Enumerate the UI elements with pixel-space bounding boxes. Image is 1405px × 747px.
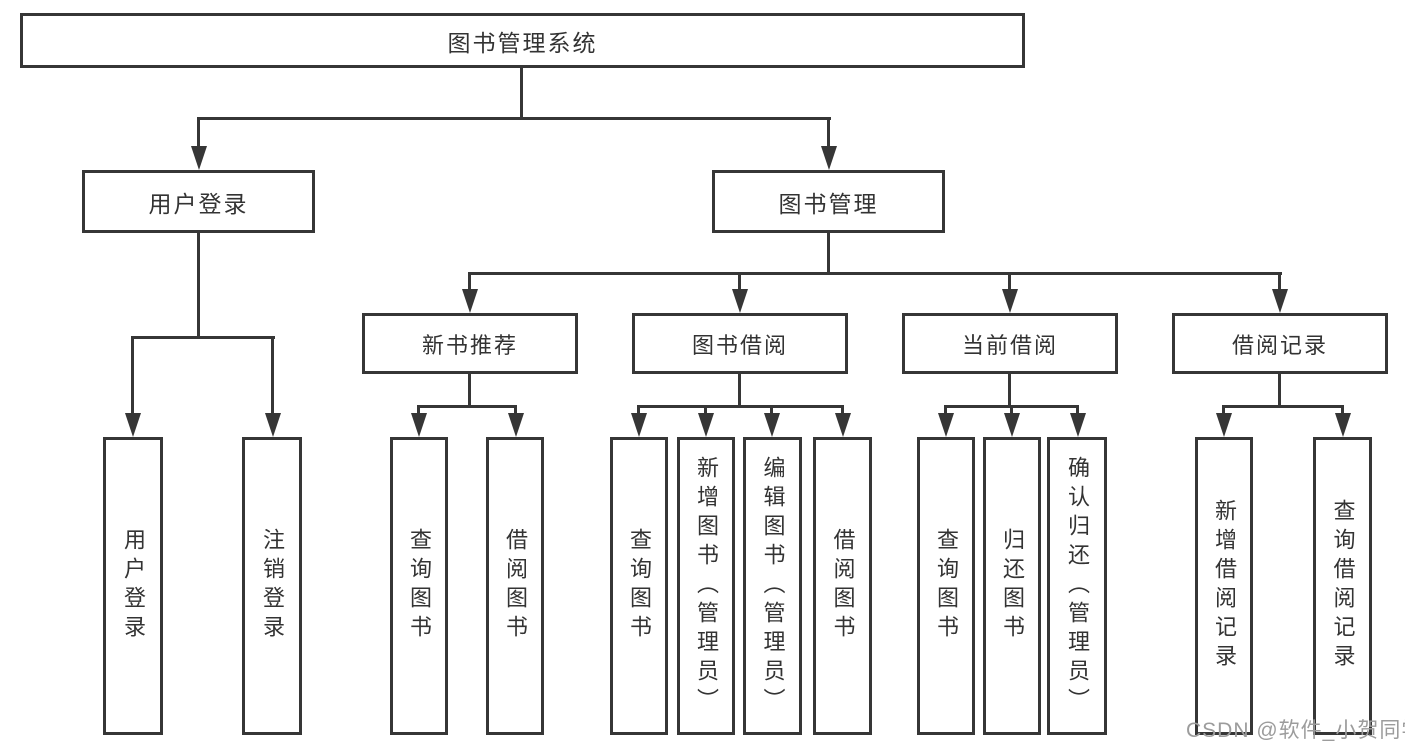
leaf-newbook-borrow: 借阅图书 bbox=[486, 437, 544, 735]
node-user-login: 用户登录 bbox=[82, 170, 315, 233]
leaf-current-query: 查询图书 bbox=[917, 437, 975, 735]
connector-login-down bbox=[197, 233, 200, 339]
connector-borrow-leaf1-stem bbox=[637, 405, 640, 416]
leaf-records-add: 新增借阅记录 bbox=[1195, 437, 1253, 735]
arrow-borrow-leaf1 bbox=[631, 413, 647, 437]
connector-login-bar bbox=[131, 336, 275, 339]
arrow-to-user-login bbox=[191, 146, 207, 170]
leaf-newbook-query: 查询图书 bbox=[390, 437, 448, 735]
connector-borrow-leaf4-stem bbox=[841, 405, 844, 416]
leaf-newbook-query-label: 查询图书 bbox=[407, 528, 432, 644]
leaf-logout: 注销登录 bbox=[242, 437, 302, 735]
leaf-borrow-borrow-label: 借阅图书 bbox=[830, 528, 856, 644]
leaf-newbook-borrow-label: 借阅图书 bbox=[503, 528, 528, 644]
arrow-records-leaf2 bbox=[1335, 413, 1351, 437]
leaf-current-confirm-admin: 确认归还（管理员） bbox=[1047, 437, 1107, 735]
connector-mgmt-stem bbox=[827, 117, 830, 150]
node-book-mgmt-label: 图书管理 bbox=[778, 190, 879, 217]
leaf-borrow-edit-admin-label: 编辑图书（管理员） bbox=[760, 455, 786, 717]
node-current-borrow-label: 当前借阅 bbox=[961, 332, 1058, 358]
connector-borrow-leaf3-stem bbox=[770, 405, 773, 416]
arrow-newbook-leaf1 bbox=[411, 413, 427, 437]
connector-borrow-down bbox=[738, 374, 741, 408]
connector-root-stem bbox=[520, 68, 523, 120]
connector-mgmt-down bbox=[827, 233, 830, 275]
leaf-borrow-add-admin: 新增图书（管理员） bbox=[677, 437, 735, 735]
connector-current-leaf3-stem bbox=[1076, 405, 1079, 416]
connector-records-bar bbox=[1222, 405, 1344, 408]
connector-login-leaf1-stem bbox=[131, 336, 134, 416]
node-current-borrow: 当前借阅 bbox=[902, 313, 1118, 374]
leaf-current-return: 归还图书 bbox=[983, 437, 1041, 735]
leaf-borrow-edit-admin: 编辑图书（管理员） bbox=[743, 437, 802, 735]
connector-newbook-leaf1-stem bbox=[417, 405, 420, 416]
arrow-to-current-borrow bbox=[1002, 289, 1018, 313]
connector-borrow-stem bbox=[738, 272, 741, 292]
leaf-current-query-label: 查询图书 bbox=[934, 528, 959, 644]
connector-current-stem bbox=[1008, 272, 1011, 292]
leaf-records-query-label: 查询借阅记录 bbox=[1330, 499, 1356, 673]
node-root-label: 图书管理系统 bbox=[447, 29, 598, 56]
connector-current-down bbox=[1008, 374, 1011, 408]
connector-records-leaf1-stem bbox=[1222, 405, 1225, 416]
arrow-current-leaf2 bbox=[1004, 413, 1020, 437]
leaf-borrow-query-label: 查询图书 bbox=[627, 528, 652, 644]
leaf-borrow-borrow: 借阅图书 bbox=[813, 437, 872, 735]
node-user-login-label: 用户登录 bbox=[148, 190, 249, 217]
leaf-borrow-query: 查询图书 bbox=[610, 437, 668, 735]
arrow-to-login-leaf2 bbox=[265, 413, 281, 437]
arrow-borrow-leaf3 bbox=[764, 413, 780, 437]
csdn-watermark: CSDN @软件_小贺同学 bbox=[1186, 719, 1405, 742]
node-root: 图书管理系统 bbox=[20, 13, 1025, 68]
connector-root-bar bbox=[197, 117, 831, 120]
arrow-newbook-leaf2 bbox=[508, 413, 524, 437]
connector-records-leaf2-stem bbox=[1341, 405, 1344, 416]
leaf-user-login: 用户登录 bbox=[103, 437, 163, 735]
connector-newbook-bar bbox=[417, 405, 517, 408]
connector-borrow-bar bbox=[637, 405, 844, 408]
arrow-to-new-book bbox=[462, 289, 478, 313]
node-borrow-records: 借阅记录 bbox=[1172, 313, 1388, 374]
leaf-records-query: 查询借阅记录 bbox=[1313, 437, 1372, 735]
arrow-current-leaf3 bbox=[1070, 413, 1086, 437]
arrow-to-borrow-records bbox=[1272, 289, 1288, 313]
connector-current-leaf1-stem bbox=[944, 405, 947, 416]
leaf-current-return-label: 归还图书 bbox=[1000, 528, 1025, 644]
connector-borrow-leaf2-stem bbox=[704, 405, 707, 416]
arrow-to-login-leaf1 bbox=[125, 413, 141, 437]
connector-newbook-leaf2-stem bbox=[514, 405, 517, 416]
connector-newbook-down bbox=[468, 374, 471, 408]
node-borrow-records-label: 借阅记录 bbox=[1231, 332, 1328, 358]
node-book-borrow-label: 图书借阅 bbox=[691, 332, 788, 358]
arrow-current-leaf1 bbox=[938, 413, 954, 437]
node-book-borrow: 图书借阅 bbox=[632, 313, 848, 374]
arrow-borrow-leaf2 bbox=[698, 413, 714, 437]
connector-current-leaf2-stem bbox=[1010, 405, 1013, 416]
leaf-borrow-add-admin-label: 新增图书（管理员） bbox=[694, 455, 719, 717]
connector-records-down bbox=[1278, 374, 1281, 408]
connector-records-stem bbox=[1278, 272, 1281, 292]
arrow-to-book-mgmt bbox=[821, 146, 837, 170]
connector-login-leaf2-stem bbox=[271, 336, 274, 416]
node-new-book: 新书推荐 bbox=[362, 313, 578, 374]
connector-login-stem bbox=[197, 117, 200, 150]
arrow-borrow-leaf4 bbox=[835, 413, 851, 437]
arrow-to-book-borrow bbox=[732, 289, 748, 313]
leaf-logout-label: 注销登录 bbox=[260, 528, 285, 644]
node-book-mgmt: 图书管理 bbox=[712, 170, 945, 233]
leaf-user-login-label: 用户登录 bbox=[121, 528, 146, 644]
arrow-records-leaf1 bbox=[1216, 413, 1232, 437]
leaf-current-confirm-admin-label: 确认归还（管理员） bbox=[1065, 455, 1090, 717]
leaf-records-add-label: 新增借阅记录 bbox=[1212, 499, 1237, 673]
node-new-book-label: 新书推荐 bbox=[421, 332, 518, 358]
connector-mgmt-bar bbox=[468, 272, 1282, 275]
connector-newbook-stem bbox=[468, 272, 471, 292]
